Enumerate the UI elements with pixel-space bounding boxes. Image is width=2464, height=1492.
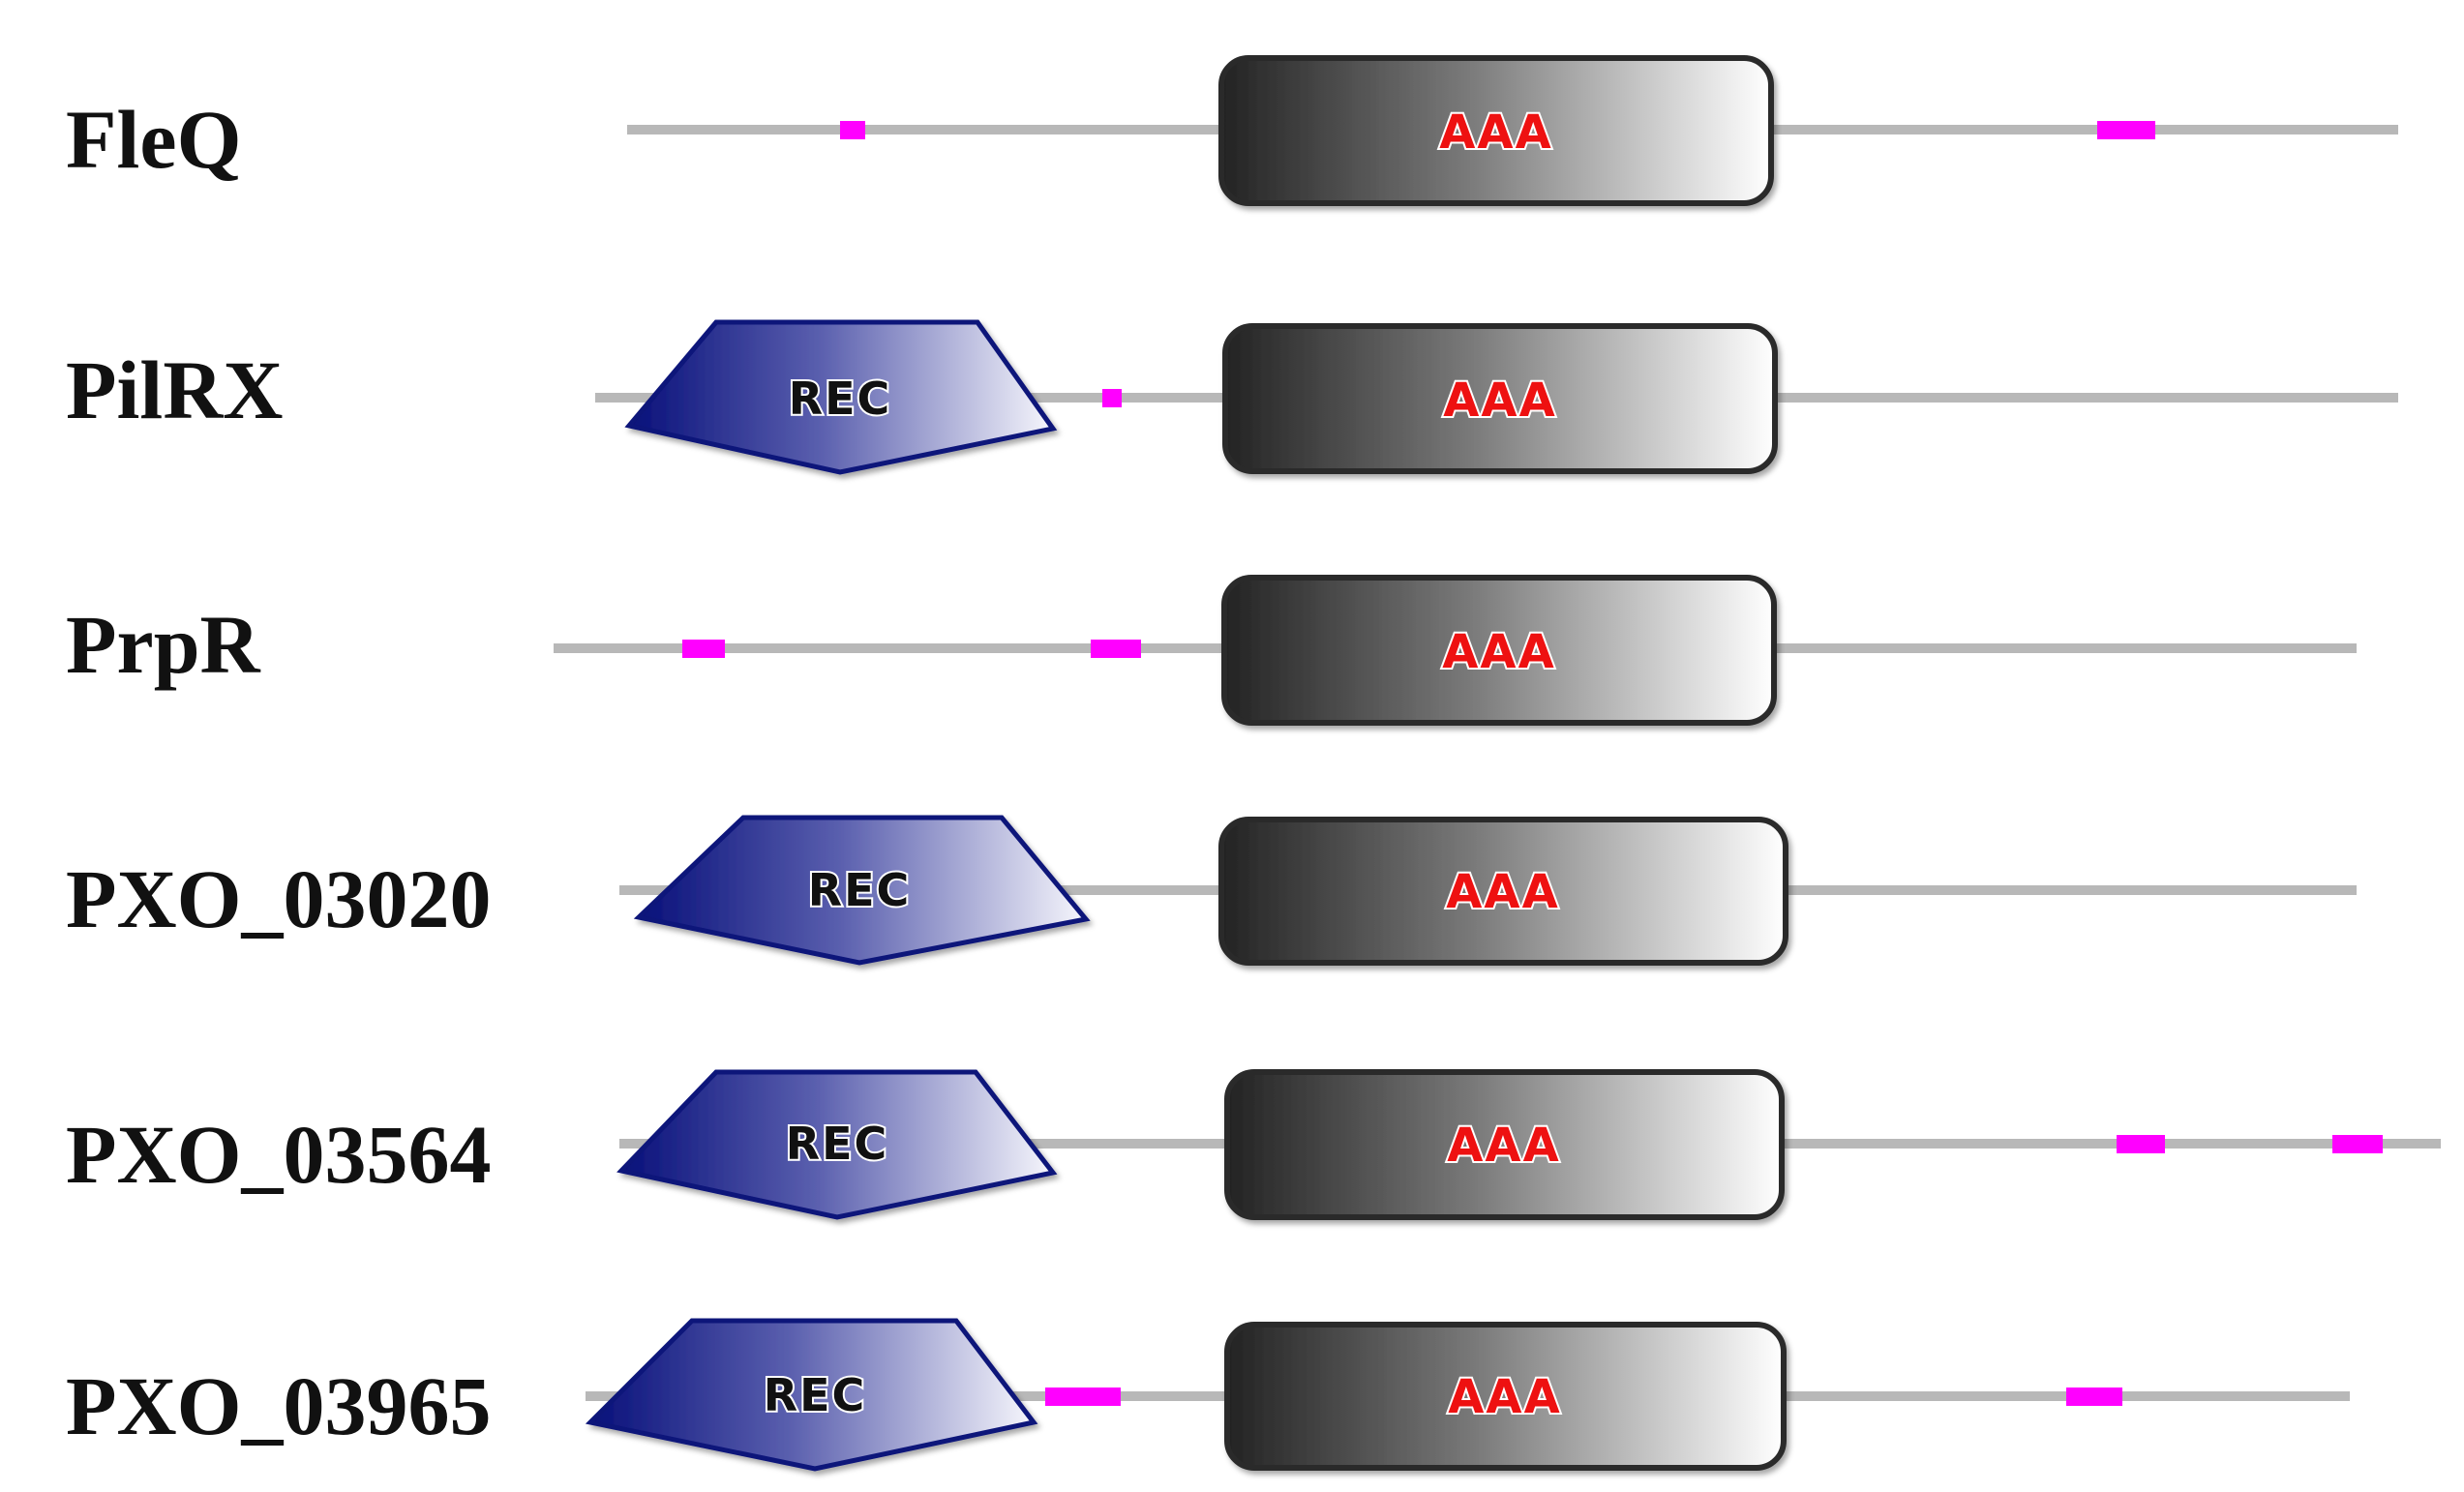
aaa-domain-label: AAA <box>1447 1119 1560 1173</box>
motif-marker <box>1091 640 1141 658</box>
protein-label: FleQ <box>66 93 242 186</box>
aaa-domain-label: AAA <box>1443 373 1556 428</box>
aaa-domain-label: AAA <box>1442 625 1555 679</box>
aaa-domain: AAA <box>1224 1322 1787 1471</box>
aaa-domain: AAA <box>1218 817 1788 966</box>
motif-marker <box>2117 1135 2165 1153</box>
rec-domain-label: REC <box>786 1118 889 1170</box>
protein-row-fleq: FleQ AAA <box>66 55 2398 206</box>
motif-marker <box>2097 121 2155 139</box>
aaa-domain: AAA <box>1218 55 1774 206</box>
protein-row-prpr: PrpR AAA <box>66 575 2357 726</box>
motif-marker <box>2332 1135 2383 1153</box>
protein-label: PilRX <box>66 343 284 436</box>
aaa-domain: AAA <box>1222 323 1778 474</box>
rec-domain: REC <box>585 1318 1038 1472</box>
rec-domain-label: REC <box>789 373 892 425</box>
motif-marker <box>840 121 865 139</box>
protein-label: PXO_03965 <box>66 1359 492 1452</box>
protein-row-pilrx: PilRX REC AAA <box>66 319 2398 475</box>
protein-row-pxo-03564: PXO_03564 REC AAA <box>66 1069 2441 1220</box>
rec-domain: REC <box>624 319 1058 475</box>
motif-marker <box>682 640 725 658</box>
aaa-domain: AAA <box>1221 575 1777 726</box>
aaa-domain-label: AAA <box>1448 1370 1561 1424</box>
motif-marker <box>1045 1388 1121 1406</box>
protein-row-pxo-03965: PXO_03965 REC AAA <box>66 1318 2350 1472</box>
rec-domain-label: REC <box>764 1369 867 1421</box>
protein-row-pxo-03020: PXO_03020 REC AAA <box>66 815 2357 966</box>
protein-label: PrpR <box>66 598 261 691</box>
aaa-domain-label: AAA <box>1439 105 1552 160</box>
protein-label: PXO_03020 <box>66 852 492 945</box>
motif-marker <box>2066 1388 2122 1406</box>
rec-domain: REC <box>616 1069 1058 1220</box>
aaa-domain-label: AAA <box>1446 865 1559 919</box>
rec-domain: REC <box>633 815 1091 966</box>
rec-domain-label: REC <box>808 864 912 916</box>
motif-marker <box>1102 389 1122 407</box>
aaa-domain: AAA <box>1224 1069 1785 1220</box>
protein-label: PXO_03564 <box>66 1108 492 1201</box>
